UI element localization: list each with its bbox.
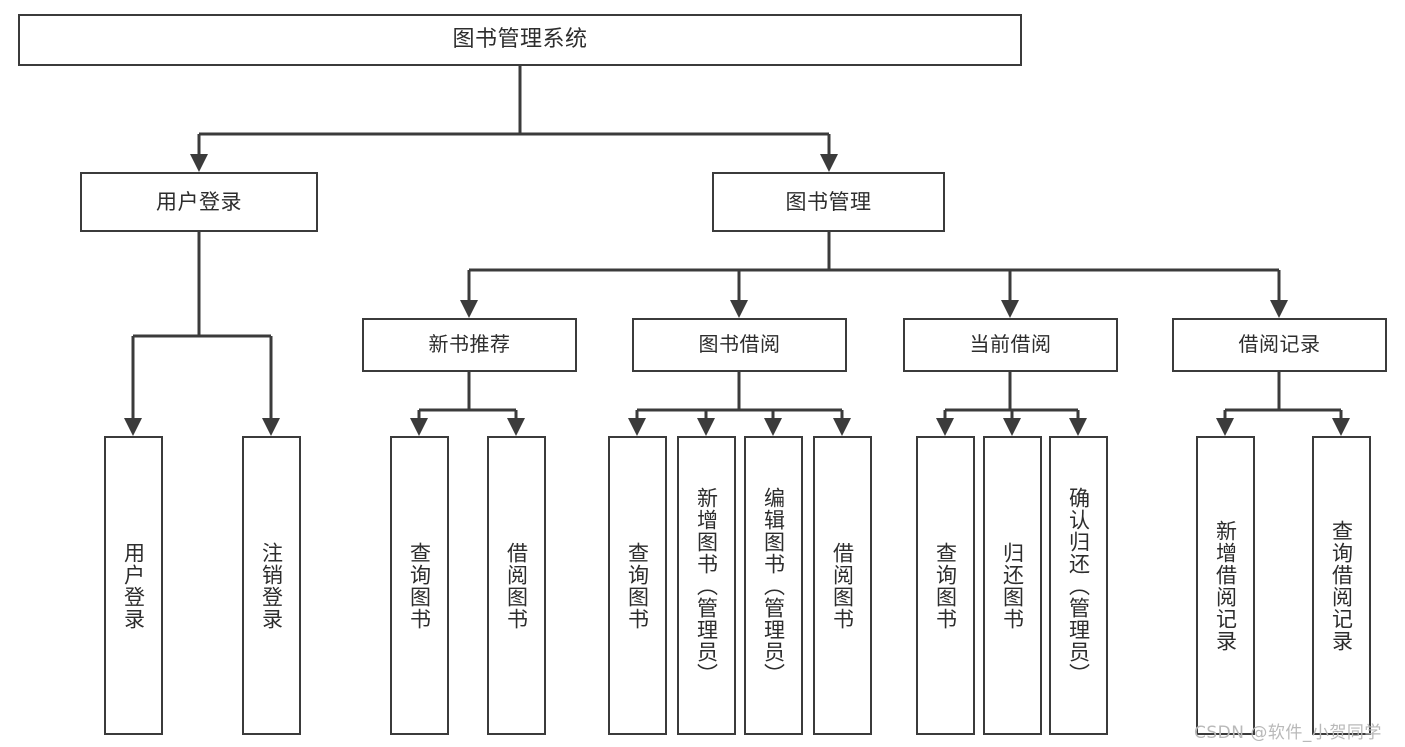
node-leaf-edit-book-admin-label: 编辑图书（管理员） [761,486,786,685]
node-current-borrow-label: 当前借阅 [969,332,1052,357]
node-leaf-confirm-return-admin[interactable]: 确认归还（管理员） [1049,436,1108,735]
node-leaf-query-borrow-record-label: 查询借阅记录 [1329,519,1354,652]
node-book-manage-label: 图书管理 [785,189,872,214]
node-leaf-query-book-3-label: 查询图书 [933,541,958,630]
node-leaf-query-book-1[interactable]: 查询图书 [390,436,449,735]
node-leaf-add-borrow-record-label: 新增借阅记录 [1213,519,1238,652]
csdn-watermark: CSDN @软件_小贺同学 [1194,723,1382,743]
node-leaf-logout-login[interactable]: 注销登录 [242,436,301,735]
node-book-borrow-label: 图书借阅 [698,332,781,357]
node-leaf-return-book[interactable]: 归还图书 [983,436,1042,735]
node-leaf-borrow-book-2-label: 借阅图书 [830,541,855,630]
node-leaf-query-book-1-label: 查询图书 [407,541,432,630]
connector-group [124,66,1350,436]
node-leaf-return-book-label: 归还图书 [1000,541,1025,630]
node-borrow-record[interactable]: 借阅记录 [1172,318,1387,372]
node-leaf-user-login[interactable]: 用户登录 [104,436,163,735]
node-leaf-add-borrow-record[interactable]: 新增借阅记录 [1196,436,1255,735]
node-leaf-borrow-book-1-label: 借阅图书 [504,541,529,630]
node-leaf-query-book-2[interactable]: 查询图书 [608,436,667,735]
node-leaf-borrow-book-2[interactable]: 借阅图书 [813,436,872,735]
node-leaf-borrow-book-1[interactable]: 借阅图书 [487,436,546,735]
node-user-login[interactable]: 用户登录 [80,172,318,232]
node-borrow-record-label: 借阅记录 [1238,332,1321,357]
node-leaf-add-book-admin-label: 新增图书（管理员） [694,486,719,685]
node-current-borrow[interactable]: 当前借阅 [903,318,1118,372]
node-root-system[interactable]: 图书管理系统 [18,14,1022,66]
node-book-manage[interactable]: 图书管理 [712,172,945,232]
node-leaf-query-borrow-record[interactable]: 查询借阅记录 [1312,436,1371,735]
node-user-login-label: 用户登录 [156,189,242,214]
node-root-label: 图书管理系统 [452,27,588,53]
node-leaf-query-book-3[interactable]: 查询图书 [916,436,975,735]
node-leaf-query-book-2-label: 查询图书 [625,541,650,630]
node-leaf-add-book-admin[interactable]: 新增图书（管理员） [677,436,736,735]
node-book-borrow[interactable]: 图书借阅 [632,318,847,372]
node-leaf-user-login-label: 用户登录 [121,541,146,630]
node-leaf-edit-book-admin[interactable]: 编辑图书（管理员） [744,436,803,735]
node-leaf-logout-login-label: 注销登录 [259,541,284,630]
node-new-book-recommend[interactable]: 新书推荐 [362,318,577,372]
node-new-book-recommend-label: 新书推荐 [428,332,511,357]
node-leaf-confirm-return-admin-label: 确认归还（管理员） [1066,486,1091,685]
